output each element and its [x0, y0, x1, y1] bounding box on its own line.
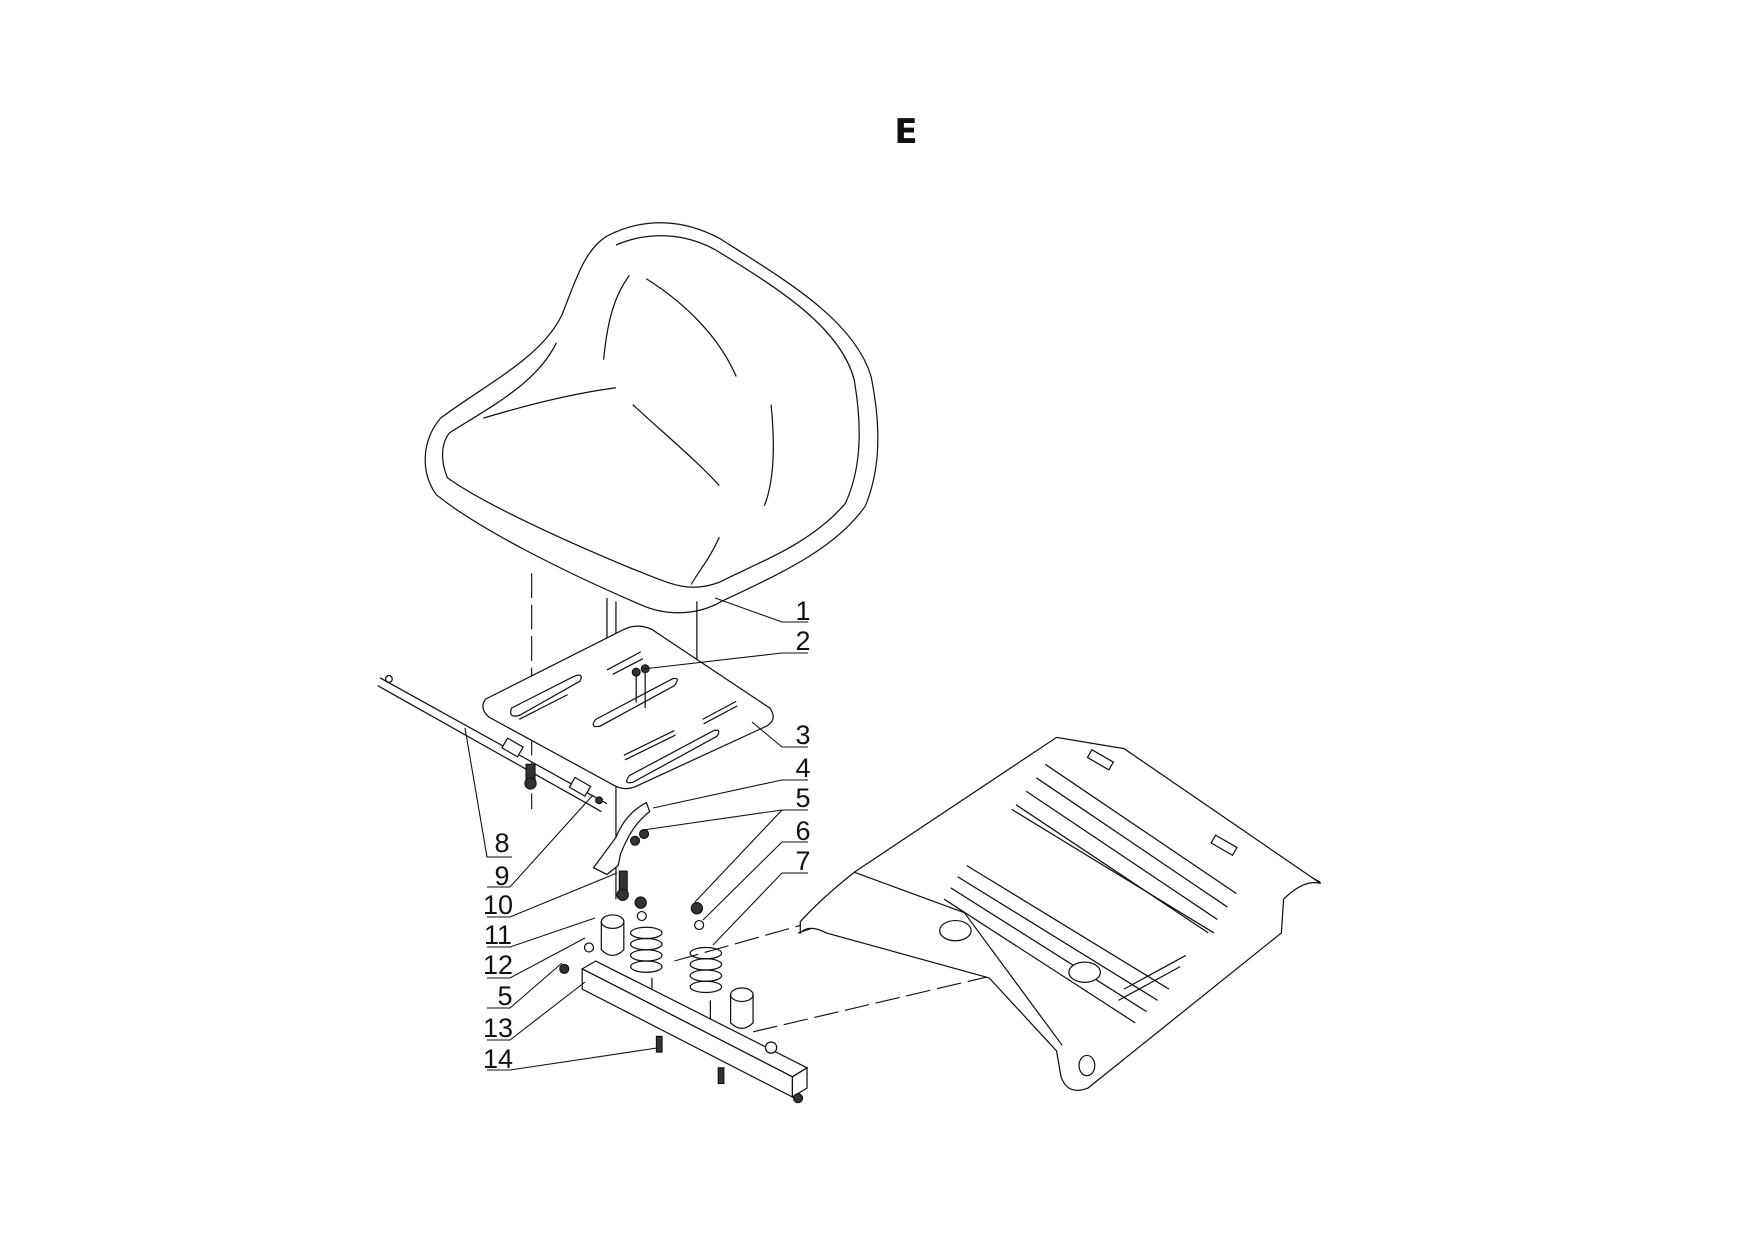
- callout-8: 8: [494, 828, 509, 858]
- leader-lines: [464, 597, 808, 1071]
- callout-13: 13: [483, 1013, 513, 1043]
- callout-3: 3: [795, 720, 810, 750]
- footplate: [799, 736, 1322, 1091]
- callout-14: 14: [483, 1044, 513, 1074]
- callout-1: 1: [795, 596, 810, 626]
- section-letter: E: [894, 112, 918, 152]
- callout-10: 10: [483, 890, 513, 920]
- hinge-rod: [377, 674, 608, 813]
- callout-9: 9: [494, 861, 509, 891]
- seat: [424, 222, 879, 614]
- callout-5: 5: [795, 783, 810, 813]
- cross-bar: [559, 942, 809, 1104]
- callout-12: 12: [483, 950, 513, 980]
- callout-4: 4: [795, 753, 810, 783]
- seat-plate: [482, 625, 774, 790]
- callout-7: 7: [795, 846, 810, 876]
- callout-2: 2: [795, 626, 810, 656]
- callout-11: 11: [484, 920, 512, 950]
- callout-5b: 5: [497, 981, 512, 1011]
- callout-6: 6: [795, 816, 810, 846]
